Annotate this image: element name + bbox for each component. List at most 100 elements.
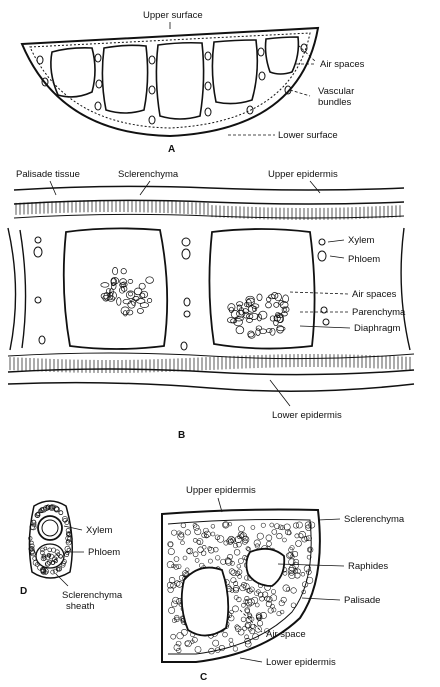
palisade-cell bbox=[261, 523, 265, 527]
palisade-cell bbox=[232, 606, 238, 612]
parenchyma-cell bbox=[259, 311, 267, 319]
parenchyma-cell bbox=[248, 306, 255, 313]
palisade-cell bbox=[282, 538, 286, 542]
panel-b-parenchyma-cells bbox=[101, 267, 289, 338]
panel-b-label-diaphragm: Diaphragm bbox=[354, 323, 401, 334]
palisade-cell bbox=[230, 642, 234, 646]
parenchyma-cell bbox=[257, 294, 262, 301]
palisade-cell bbox=[217, 536, 224, 543]
palisade-cell bbox=[251, 526, 255, 530]
palisade-cell bbox=[271, 590, 275, 594]
palisade-cell bbox=[296, 541, 302, 547]
parenchyma-cell bbox=[128, 292, 132, 296]
palisade-cell bbox=[233, 543, 238, 548]
palisade-cell bbox=[277, 533, 283, 539]
panel-c-label-palisade: Palisade bbox=[344, 595, 380, 606]
panel-b-label-lower-epidermis: Lower epidermis bbox=[272, 410, 342, 421]
parenchyma-cell bbox=[229, 307, 233, 312]
palisade-cell bbox=[257, 621, 262, 626]
palisade-cell bbox=[255, 626, 261, 632]
panel-c-label-lower-epidermis: Lower epidermis bbox=[266, 657, 336, 668]
panel-a-air-spaces bbox=[51, 37, 299, 119]
palisade-cell bbox=[299, 531, 306, 538]
parenchyma-cell bbox=[128, 279, 133, 283]
palisade-cell bbox=[183, 556, 187, 560]
parenchyma-cell bbox=[113, 267, 118, 274]
palisade-cell bbox=[171, 634, 176, 639]
panel-d-label-sclerenchyma: Sclerenchyma bbox=[62, 590, 123, 601]
palisade-cell bbox=[185, 641, 190, 646]
panel-d: Xylem Phloem Sclerenchyma sheath D bbox=[20, 501, 123, 612]
palisade-cell bbox=[233, 647, 238, 652]
parenchyma-cell bbox=[111, 278, 115, 286]
panel-b-label-air-spaces: Air spaces bbox=[352, 289, 397, 300]
parenchyma-cell bbox=[266, 302, 272, 308]
panel-a-label-air-spaces: Air spaces bbox=[320, 59, 365, 70]
panel-a-label-upper-surface: Upper surface bbox=[143, 10, 203, 21]
palisade-cell bbox=[244, 576, 249, 581]
panel-b-caption: B bbox=[178, 430, 185, 441]
panel-a-label-lower-surface: Lower surface bbox=[278, 130, 338, 141]
palisade-cell bbox=[203, 528, 208, 533]
panel-d-label-xylem: Xylem bbox=[86, 525, 112, 536]
palisade-cell bbox=[291, 603, 296, 608]
palisade-cell bbox=[237, 564, 241, 568]
phloem-cell bbox=[48, 548, 52, 552]
palisade-cell bbox=[181, 523, 186, 528]
sclerenchyma-cell bbox=[59, 511, 63, 515]
panel-b-label-sclerenchyma: Sclerenchyma bbox=[118, 169, 179, 180]
panel-b-label-phloem: Phloem bbox=[348, 254, 380, 265]
palisade-cell bbox=[240, 585, 246, 591]
palisade-cell bbox=[243, 626, 247, 630]
palisade-cell bbox=[295, 534, 299, 538]
panel-b-label-xylem: Xylem bbox=[348, 235, 374, 246]
parenchyma-cell bbox=[140, 291, 147, 298]
palisade-cell bbox=[272, 529, 277, 534]
parenchyma-cell bbox=[252, 306, 256, 311]
palisade-cell bbox=[181, 541, 185, 545]
palisade-cell bbox=[213, 640, 219, 646]
palisade-cell bbox=[181, 629, 187, 635]
palisade-cell bbox=[215, 556, 220, 561]
palisade-cell bbox=[291, 588, 297, 594]
panel-a-label-vascular: Vascular bbox=[318, 86, 354, 97]
panel-c-label-upper-epidermis: Upper epidermis bbox=[186, 485, 256, 496]
parenchyma-cell bbox=[117, 298, 121, 306]
palisade-cell bbox=[208, 559, 212, 563]
parenchyma-cell bbox=[147, 298, 151, 302]
palisade-cell bbox=[201, 551, 206, 556]
palisade-cell bbox=[195, 558, 199, 562]
panel-a: Upper surface Air spaces Vascular bundle… bbox=[22, 10, 365, 155]
palisade-cell bbox=[174, 565, 179, 570]
palisade-cell bbox=[231, 578, 236, 583]
parenchyma-cell bbox=[101, 293, 108, 299]
palisade-cell bbox=[171, 601, 177, 607]
panel-c-caption: C bbox=[200, 672, 207, 683]
palisade-cell bbox=[241, 603, 245, 607]
parenchyma-cell bbox=[266, 329, 272, 333]
palisade-cell bbox=[293, 523, 298, 528]
panel-d-xylem-lumen bbox=[42, 520, 58, 536]
palisade-cell bbox=[272, 608, 276, 612]
panel-b-label-parenchyma: Parenchyma bbox=[352, 307, 406, 318]
palisade-cell bbox=[195, 528, 201, 534]
palisade-cell bbox=[229, 638, 233, 642]
palisade-cell bbox=[229, 615, 235, 621]
panel-b-label-upper-epidermis: Upper epidermis bbox=[268, 169, 338, 180]
parenchyma-cell bbox=[140, 303, 148, 308]
panel-a-label-bundles: bundles bbox=[318, 97, 352, 108]
panel-c: Upper epidermis Sclerenchyma Raphides Pa… bbox=[162, 485, 405, 683]
palisade-cell bbox=[241, 617, 246, 622]
panel-b-lower-epidermis bbox=[8, 353, 414, 391]
palisade-cell bbox=[195, 646, 201, 652]
panel-c-label-raphides: Raphides bbox=[348, 561, 388, 572]
parenchyma-cell bbox=[260, 329, 267, 334]
palisade-cell bbox=[266, 535, 272, 541]
palisade-cell bbox=[267, 541, 272, 546]
panel-c-label-air-space: Air space bbox=[266, 629, 306, 640]
palisade-cell bbox=[223, 632, 228, 637]
palisade-cell bbox=[301, 572, 305, 576]
palisade-cell bbox=[277, 611, 281, 615]
parenchyma-cell bbox=[137, 308, 143, 313]
panel-b-label-palisade-tissue: Palisade tissue bbox=[16, 169, 80, 180]
